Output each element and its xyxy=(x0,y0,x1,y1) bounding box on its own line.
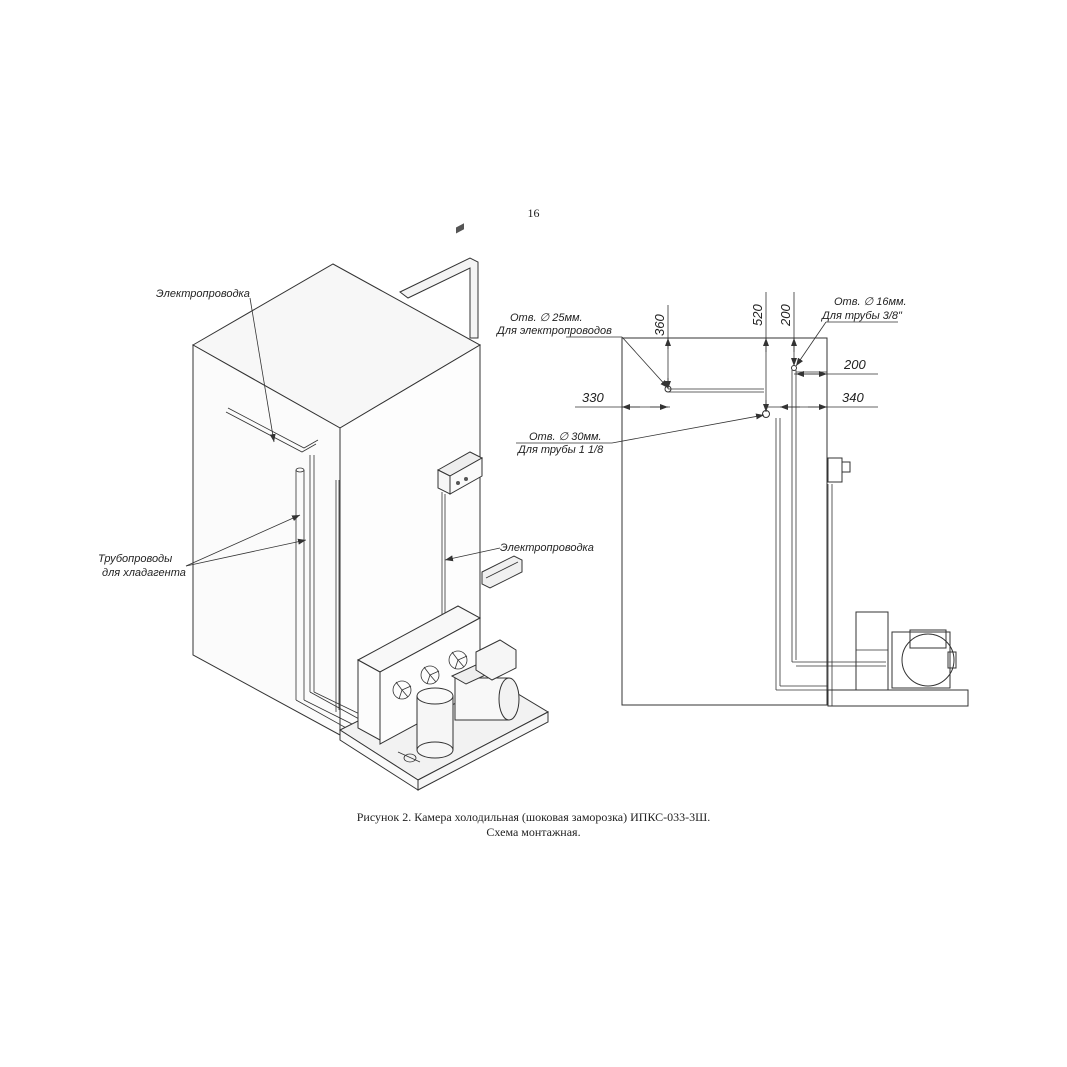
dim-200-horizontal: 200 xyxy=(843,357,866,372)
leader-pipes-2 xyxy=(185,538,307,567)
isometric-view: Электропроводка Трубопроводы для хладаге… xyxy=(98,223,594,791)
dim-360: 360 xyxy=(652,314,667,336)
hole-25-line1: Отв. ∅ 25мм. xyxy=(510,312,583,324)
hole-25-line2: Для электропроводов xyxy=(495,325,612,337)
condensing-unit xyxy=(338,605,550,791)
leader-hole-30 xyxy=(611,413,765,444)
side-pipes xyxy=(668,370,886,706)
compressor xyxy=(450,639,520,721)
leader-pipes-1 xyxy=(185,514,301,567)
leader-wiring-side xyxy=(444,547,501,562)
hole-16-line2: Для трубы 3/8" xyxy=(820,310,903,322)
fan-icon xyxy=(448,650,468,670)
dim-340: 340 xyxy=(842,390,864,405)
label-wiring-side: Электропроводка xyxy=(500,542,594,554)
hole-16mm xyxy=(791,365,797,371)
dim-330: 330 xyxy=(582,390,604,405)
side-base xyxy=(827,689,969,707)
receiver-tank xyxy=(416,687,454,759)
dim-520: 520 xyxy=(750,304,765,326)
hole-30-line1: Отв. ∅ 30мм. xyxy=(529,431,602,443)
caption-line1: Рисунок 2. Камера холодильная (шоковая з… xyxy=(356,810,711,824)
dim-200-vertical: 200 xyxy=(778,304,793,327)
label-wiring-top: Электропроводка xyxy=(156,288,250,300)
figure-caption: Рисунок 2. Камера холодильная (шоковая з… xyxy=(0,810,1067,840)
side-condensing-unit xyxy=(855,611,957,691)
side-cabinet-outline xyxy=(621,337,828,706)
fan-icon xyxy=(420,665,440,685)
leader-wiring-top xyxy=(249,297,276,443)
label-pipes-line2: для хладагента xyxy=(102,567,186,579)
leader-hole-16 xyxy=(795,321,827,367)
bracket xyxy=(481,555,523,589)
hole-30-line2: Для трубы 1 1/8 xyxy=(516,444,604,456)
control-box xyxy=(436,223,484,495)
wiring-run-top xyxy=(225,411,317,453)
caption-line2: Схема монтажная. xyxy=(486,825,581,839)
leader-hole-25 xyxy=(621,336,669,389)
fan-icon xyxy=(392,680,412,700)
side-control-box xyxy=(827,457,851,483)
hole-16-line1: Отв. ∅ 16мм. xyxy=(834,296,907,308)
wiring-run-top-2 xyxy=(227,407,319,449)
label-pipes-line1: Трубопроводы xyxy=(98,553,172,565)
page-number: 16 xyxy=(527,206,540,220)
side-view: 360 520 200 330 340 200 Отв. xyxy=(495,292,969,707)
rear-panel xyxy=(399,257,479,339)
